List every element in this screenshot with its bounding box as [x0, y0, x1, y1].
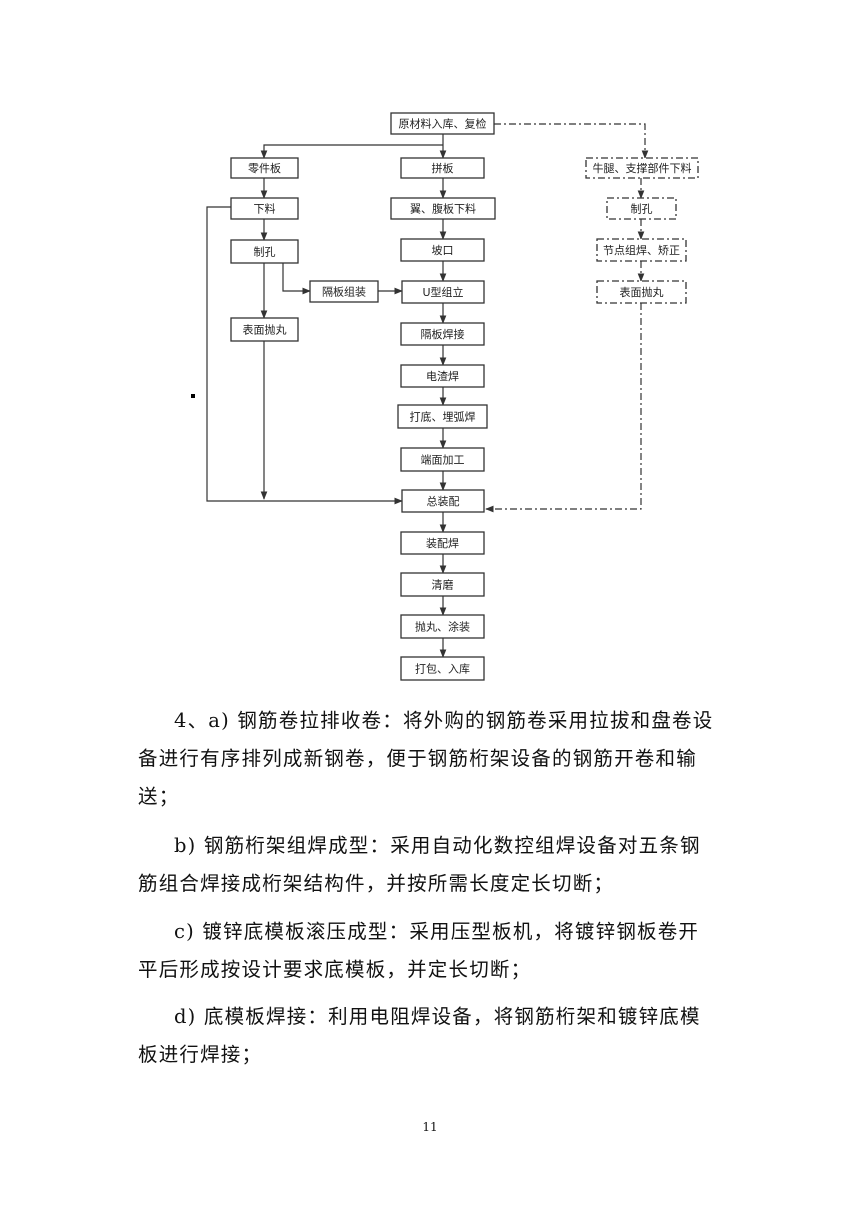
paragraph-c: c) 镀锌底模板滚压成型：采用压型板机，将镀锌钢板卷开平后形成按设计要求底模板，… [138, 913, 728, 989]
node-node-weld: 节点组焊、矫正 [603, 243, 680, 257]
node-end-face: 端面加工 [421, 454, 465, 467]
para-c-line2: 平后形成按设计要求底模板，并定长切断； [138, 958, 532, 981]
para-a-line2: 备进行有序排列成新钢卷，便于钢筋桁架设备的钢筋开卷和输 [138, 747, 697, 770]
para-b-line1: b) 钢筋桁架组焊成型：采用自动化数控组焊设备对五条钢 [174, 834, 701, 857]
node-bracket: 牛腿、支撑部件下料 [593, 161, 692, 175]
para-c-line1: c) 镀锌底模板滚压成型：采用压型板机，将镀锌钢板卷开 [174, 920, 700, 943]
flow-nodes-dashed: 牛腿、支撑部件下料 制孔 节点组焊、矫正 表面抛丸 [585, 157, 699, 304]
flow-nodes: 原材料入库、复检 零件板 拼板 下料 翼、腹板下料 制孔 坡口 隔板组装 U型组… [230, 112, 496, 681]
paragraph-b: b) 钢筋桁架组焊成型：采用自动化数控组焊设备对五条钢筋组合焊接成桁架结构件，并… [138, 827, 728, 903]
node-diaphragm: 隔板组装 [322, 285, 366, 299]
node-drill: 制孔 [254, 246, 276, 259]
node-grinding: 清磨 [432, 579, 454, 592]
process-flowchart: 原材料入库、复检 零件板 拼板 下料 翼、腹板下料 制孔 坡口 隔板组装 U型组… [206, 112, 699, 681]
node-splice: 拼板 [432, 161, 454, 175]
node-parts: 零件板 [248, 161, 281, 175]
para-a-line3: 送； [138, 785, 180, 808]
flow-connectors-dashed [485, 123, 649, 513]
node-u-assembly: U型组立 [422, 285, 463, 299]
node-assembly-weld: 装配焊 [426, 536, 459, 550]
node-electroslag: 电渣焊 [426, 369, 459, 383]
node-plate-weld: 隔板焊接 [421, 327, 465, 341]
node-cut: 下料 [254, 202, 276, 216]
para-b-line2: 筋组合焊接成桁架结构件，并按所需长度定长切断； [138, 872, 615, 895]
node-assembly: 总装配 [427, 494, 460, 508]
node-pack: 打包、入库 [415, 662, 470, 676]
node-surface-right: 表面抛丸 [620, 285, 664, 299]
node-shot-coat: 抛丸、涂装 [415, 620, 470, 634]
paragraph-a: 4、a) 钢筋卷拉排收卷：将外购的钢筋卷采用拉拔和盘卷设备进行有序排列成新钢卷，… [138, 702, 728, 816]
node-wing: 翼、腹板下料 [410, 202, 476, 216]
bullet-mark [191, 394, 195, 398]
flow-connectors [206, 134, 447, 658]
para-d-line2: 板进行焊接； [138, 1043, 263, 1066]
node-raw: 原材料入库、复检 [399, 117, 487, 131]
paragraph-d: d) 底模板焊接：利用电阻焊设备，将钢筋桁架和镀锌底模板进行焊接； [138, 998, 728, 1074]
node-surface: 表面抛丸 [243, 323, 287, 337]
para-a-line1: 4、a) 钢筋卷拉排收卷：将外购的钢筋卷采用拉拔和盘卷设 [174, 709, 714, 732]
node-submerged: 打底、埋弧焊 [410, 410, 476, 424]
para-d-line1: d) 底模板焊接：利用电阻焊设备，将钢筋桁架和镀锌底模 [174, 1005, 701, 1028]
page-number: 11 [422, 1120, 438, 1134]
node-drill-right: 制孔 [631, 203, 653, 216]
node-groove: 坡口 [432, 244, 454, 257]
